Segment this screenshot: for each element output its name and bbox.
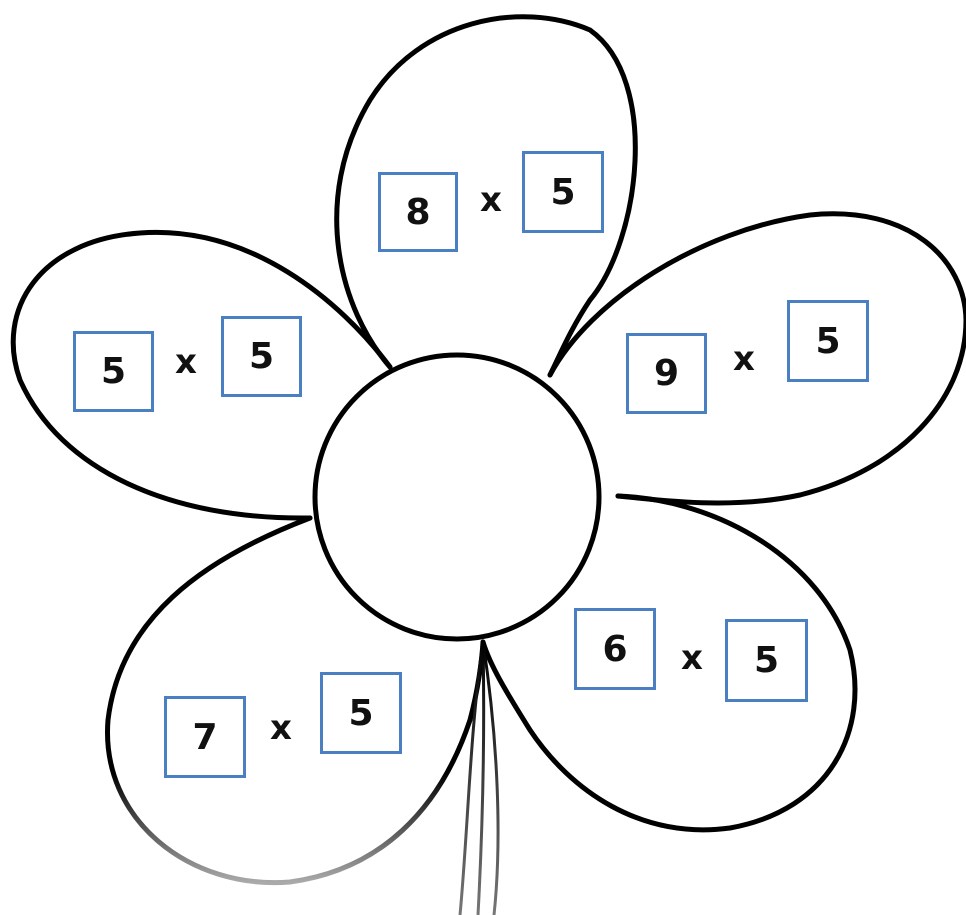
stem-line-3	[483, 642, 498, 915]
petal-bottom-right-left-number: 6	[574, 608, 656, 690]
petal-right-right-number: 5	[787, 300, 869, 382]
petal-bottom-left-multiply-sign: x	[270, 711, 292, 745]
petal-bottom-right-right-number: 5	[725, 619, 808, 702]
petal-bottom-right-multiply-sign: x	[681, 641, 703, 675]
petal-left-multiply-sign: x	[175, 345, 197, 379]
petal-top-left-number: 8	[378, 172, 458, 252]
petal-right-multiply-sign: x	[733, 342, 755, 376]
petal-top-right-number: 5	[522, 151, 604, 233]
petal-left-left-number: 5	[73, 331, 154, 412]
flower-center	[315, 355, 599, 639]
petal-bottom-left-right-number: 5	[320, 672, 402, 754]
petal-left-right-number: 5	[221, 316, 302, 397]
petal-top-multiply-sign: x	[480, 183, 502, 217]
petal-bottom-left-left-number: 7	[164, 696, 246, 778]
petal-right-left-number: 9	[626, 333, 707, 414]
